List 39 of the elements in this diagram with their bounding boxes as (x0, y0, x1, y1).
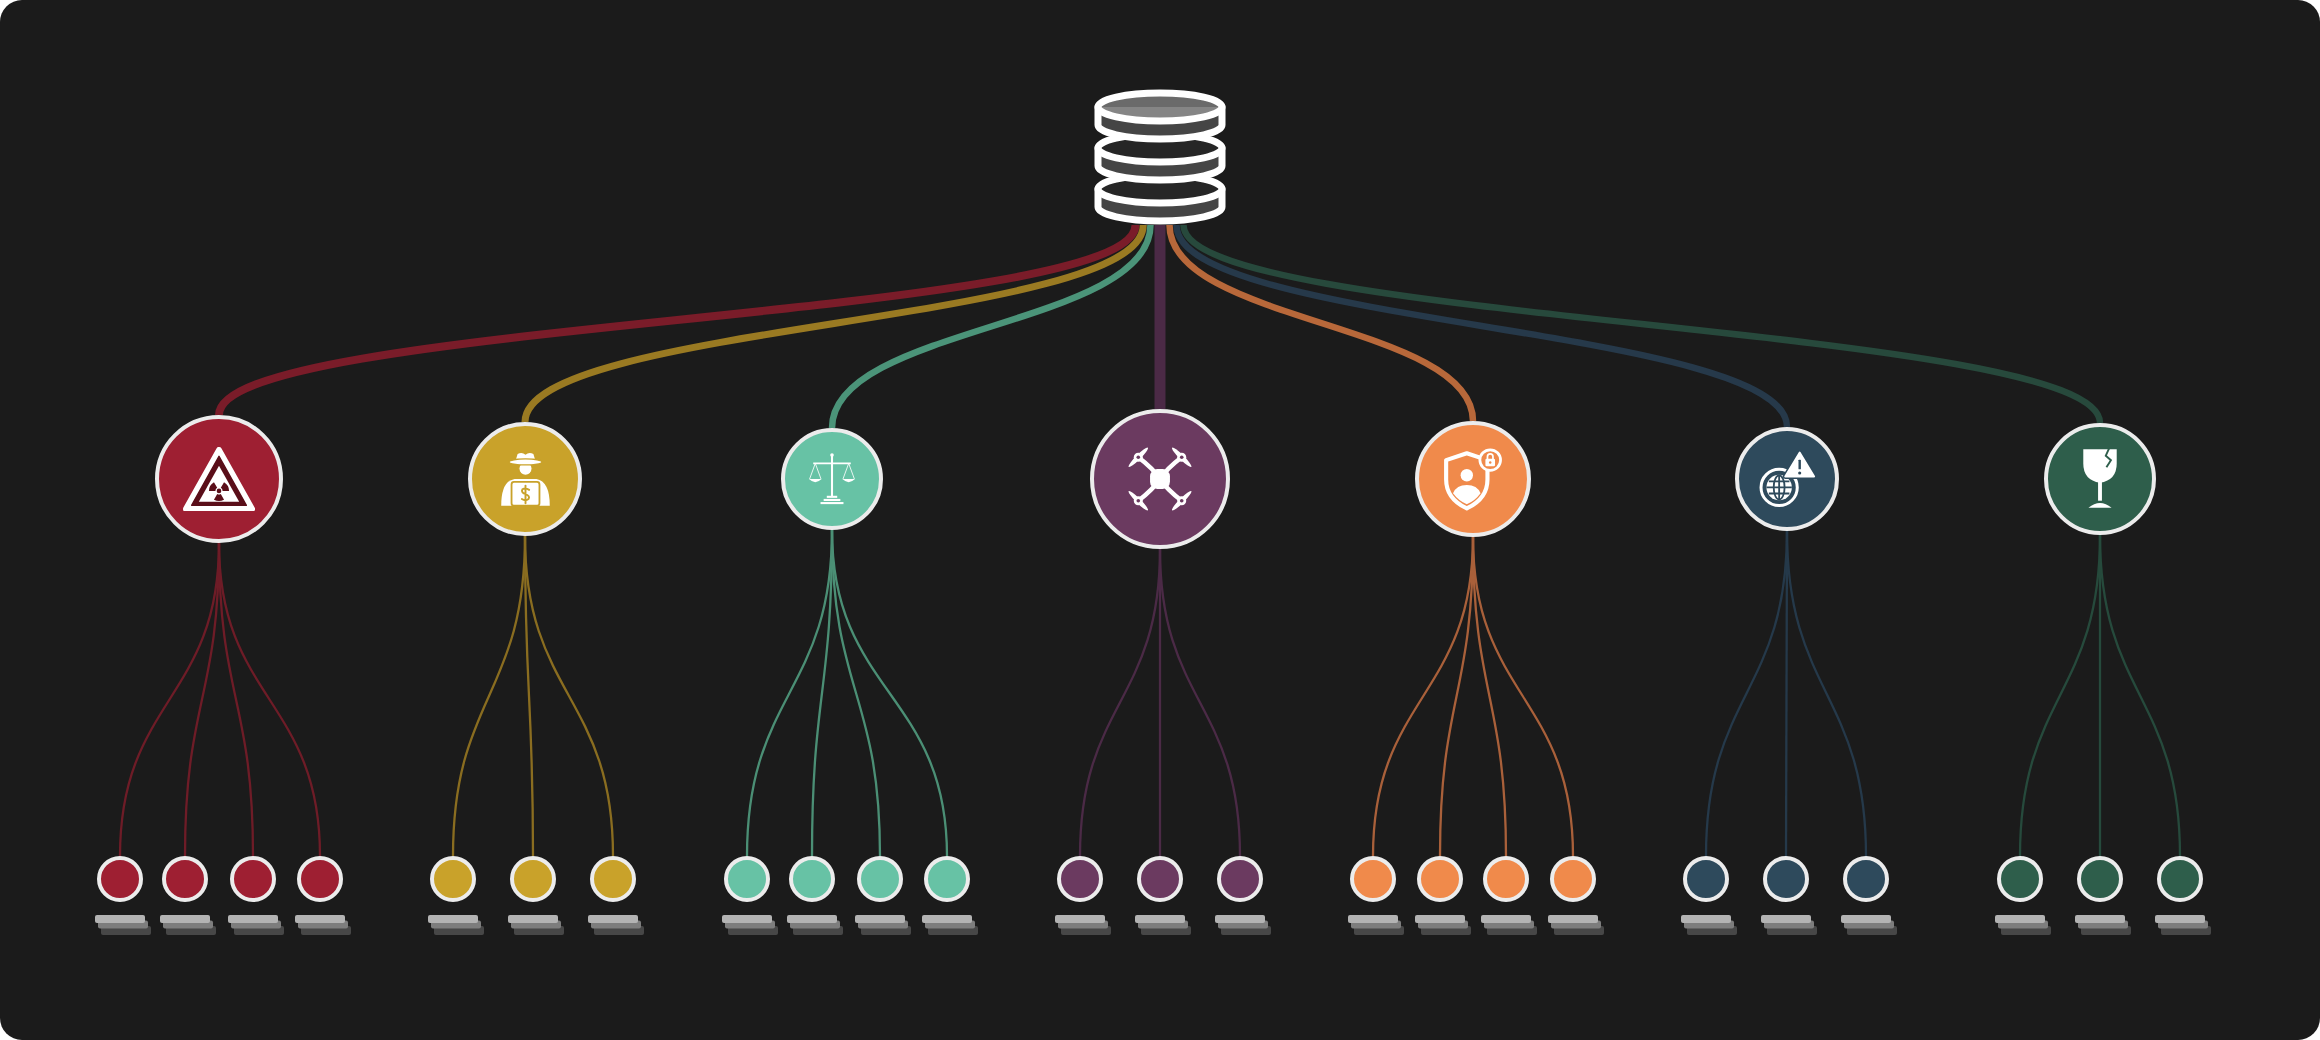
branch-line (1471, 536, 1575, 857)
branch-line (830, 529, 949, 857)
leaf-circle (724, 856, 770, 902)
branch-line (521, 223, 1147, 424)
leaf-circle (162, 856, 208, 902)
leaf-circle (1483, 856, 1529, 902)
leaf-circle (297, 856, 343, 902)
leaf-circle (230, 856, 276, 902)
leaf-circle (1137, 856, 1183, 902)
branch-line (1158, 548, 1242, 857)
leaf-circle (924, 856, 970, 902)
leaf-circle (2077, 856, 2123, 902)
leaf-circle (97, 856, 143, 902)
leaf-circle (1417, 856, 1463, 902)
branch-line (1173, 223, 1790, 429)
leaf-circle (1217, 856, 1263, 902)
leaf-circle (857, 856, 903, 902)
leaf-circle (1057, 856, 1103, 902)
database-icon (1093, 88, 1227, 225)
leaf-circle (1997, 856, 2043, 902)
branch-line (217, 542, 322, 857)
leaf-circle (1350, 856, 1396, 902)
branch-line (215, 222, 1139, 418)
leaf-circle (1683, 856, 1729, 902)
leaf-circle (590, 856, 636, 902)
leaf-circle (430, 856, 476, 902)
branch-line (1154, 225, 1166, 409)
branch-line (1785, 530, 1868, 857)
leaf-circle (1763, 856, 1809, 902)
leaf-circle (1550, 856, 1596, 902)
branch-line (523, 535, 615, 857)
leaf-circle (2157, 856, 2203, 902)
branch-line (2098, 534, 2182, 857)
branch-line (828, 224, 1154, 429)
branch-line (1166, 224, 1477, 422)
branch-line (1180, 223, 2103, 425)
leaf-circle (510, 856, 556, 902)
leaf-circle (1843, 856, 1889, 902)
leaf-circle (789, 856, 835, 902)
